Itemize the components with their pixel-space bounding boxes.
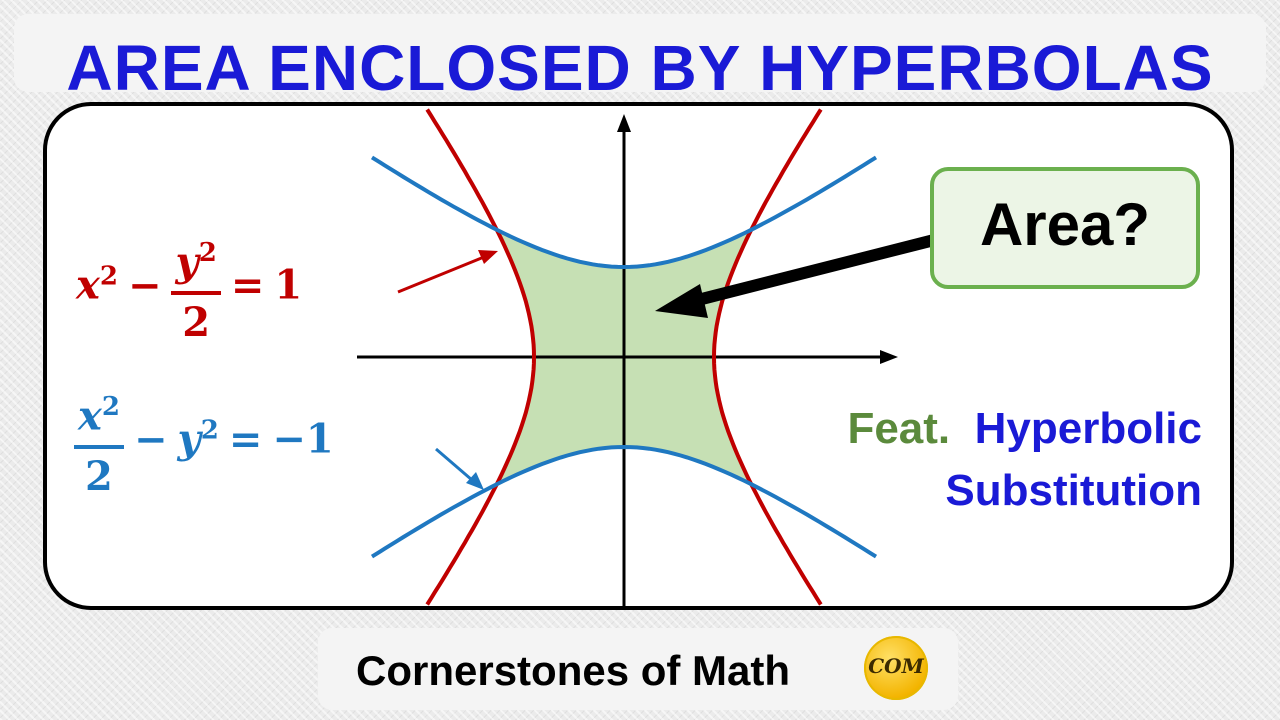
eq2-rhs: −1 xyxy=(272,415,334,463)
eq2-y-exp: 2 xyxy=(200,415,219,446)
logo-text: COM xyxy=(868,654,924,678)
area-pointer-arrowhead xyxy=(655,284,708,318)
feat-line2: Substitution xyxy=(945,466,1202,515)
eq2-x-exp: 2 xyxy=(101,392,120,422)
eq1-equals: = xyxy=(230,261,265,309)
eq1-denominator: 2 xyxy=(182,299,211,347)
eq1-y-exp: 2 xyxy=(198,238,217,268)
eq1-x: x xyxy=(76,261,100,309)
blue-pointer-arrowhead xyxy=(466,472,484,490)
blue-hyperbola-bottom xyxy=(370,444,878,559)
eq2-equals: = xyxy=(228,415,263,463)
feature-caption: Feat. Hyperbolic Substitution xyxy=(847,398,1202,522)
area-pointer-shaft xyxy=(688,232,944,308)
eq1-rhs: 1 xyxy=(274,261,303,309)
footer-bar: Cornerstones of Math COM xyxy=(318,628,958,710)
eq1-minus: − xyxy=(127,261,162,309)
eq2-minus: − xyxy=(133,415,168,463)
red-hyperbola-right xyxy=(711,108,823,606)
title-bar: AREA ENCLOSED BY HYPERBOLAS xyxy=(14,14,1266,104)
com-logo-icon: COM xyxy=(864,636,928,700)
y-axis-arrow xyxy=(617,114,631,132)
red-hyperbola-left xyxy=(425,108,537,606)
blue-hyperbola-top xyxy=(370,155,878,270)
page-title: AREA ENCLOSED BY HYPERBOLAS xyxy=(66,32,1214,104)
area-callout: Area? xyxy=(930,167,1200,289)
x-axis-arrow xyxy=(880,350,898,364)
feat-line1: Hyperbolic xyxy=(974,404,1202,453)
channel-name: Cornerstones of Math xyxy=(356,647,791,694)
eq1-x-exp: 2 xyxy=(99,261,118,292)
red-equation-pointer xyxy=(397,255,485,294)
red-pointer-arrowhead xyxy=(478,250,498,264)
blue-equation-pointer xyxy=(435,447,473,482)
feat-label: Feat. xyxy=(847,404,951,453)
eq2-denominator: 2 xyxy=(85,453,113,501)
eq1-y: y xyxy=(175,238,199,286)
eq2-x: x xyxy=(78,392,102,440)
area-callout-label: Area? xyxy=(979,191,1151,258)
feature-line-1: Feat. Hyperbolic xyxy=(847,398,1202,460)
eq2-y: y xyxy=(177,415,201,463)
